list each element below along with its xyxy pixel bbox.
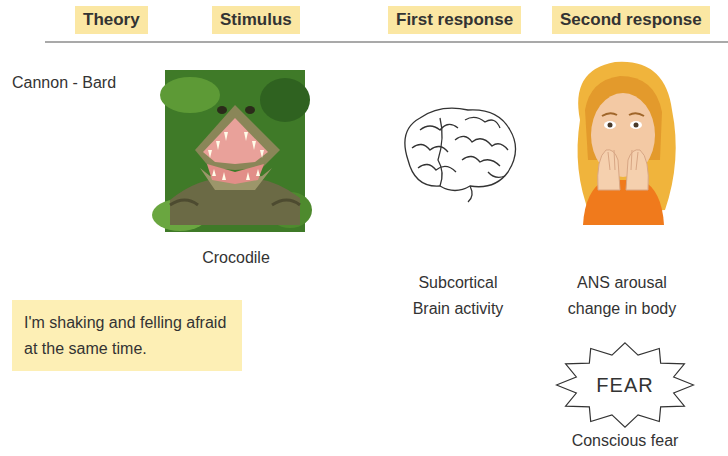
response-caption: Subcortical Brain activity [400, 270, 516, 323]
header-box: Theory [75, 6, 148, 34]
header-box: Stimulus [212, 6, 300, 34]
response-caption: Conscious fear [572, 428, 679, 454]
crocodile-photo [152, 70, 312, 232]
response-caption: ANS arousal change in body [558, 270, 686, 323]
quote-box: I'm shaking and felling afraid at the sa… [12, 300, 242, 371]
theory-name: Cannon - Bard [12, 70, 116, 96]
node-text: I'm shaking and felling afraid at the sa… [24, 310, 230, 361]
node-text: FEAR [596, 374, 653, 397]
node-text: Theory [83, 10, 140, 30]
stimulus-caption: Crocodile [202, 245, 270, 271]
starburst: FEAR [555, 342, 695, 428]
starburst-shape [556, 343, 693, 427]
header-rule [45, 41, 728, 42]
woman-photo [578, 62, 676, 225]
node-text: First response [396, 10, 513, 30]
brain-drawing [405, 108, 516, 202]
node-text: Second response [560, 10, 702, 30]
header-box: First response [388, 6, 521, 34]
header-box: Second response [552, 6, 710, 34]
node-text: Stimulus [220, 10, 292, 30]
